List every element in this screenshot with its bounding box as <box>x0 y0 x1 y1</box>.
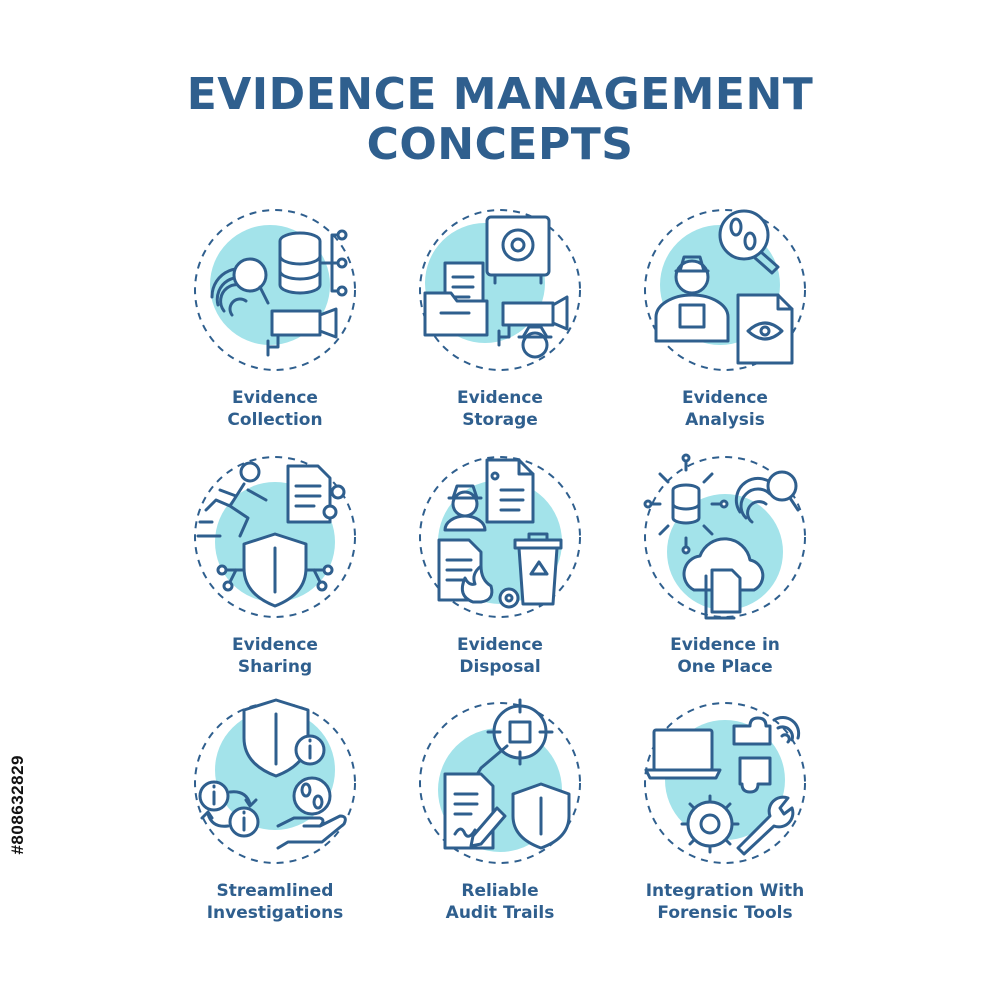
concept-evidence-sharing: Evidence Sharing <box>150 452 400 692</box>
runner-document-shield-icon <box>194 456 356 618</box>
concept-streamlined-investigations: Streamlined Investigations <box>150 698 400 938</box>
concept-integration-with-forensic-tools: Integration With Forensic Tools <box>600 698 850 938</box>
target-document-shield-icon <box>419 698 581 864</box>
database-fingerprint-cloud-icon <box>643 453 806 620</box>
concept-label: Evidence Analysis <box>682 388 768 430</box>
concept-label: Evidence Collection <box>227 388 323 430</box>
concept-reliable-audit-trails: Reliable Audit Trails <box>375 698 625 938</box>
concept-label: Evidence Storage <box>457 388 543 430</box>
safe-folder-camera-icon <box>419 209 581 371</box>
concept-label: Evidence Disposal <box>457 635 543 677</box>
concept-evidence-storage: Evidence Storage <box>375 205 625 445</box>
stock-id-text: #808632829 <box>8 755 27 855</box>
concept-evidence-in-one-place: Evidence in One Place <box>600 452 850 692</box>
concept-evidence-collection: Evidence Collection <box>150 205 400 445</box>
laptop-puzzle-gear-icon <box>644 702 806 864</box>
concept-evidence-disposal: Evidence Disposal <box>375 452 625 692</box>
concept-label: Reliable Audit Trails <box>445 881 555 923</box>
title-line-1: EVIDENCE MANAGEMENT <box>186 69 814 120</box>
concept-label: Evidence Sharing <box>232 635 318 677</box>
document-fire-recycle-bin-icon <box>419 456 581 618</box>
concept-evidence-analysis: Evidence Analysis <box>600 205 850 445</box>
detective-footprint-document-icon <box>644 209 806 371</box>
shield-info-footprint-icon <box>194 698 356 864</box>
page-title: EVIDENCE MANAGEMENT CONCEPTS <box>0 70 1000 170</box>
concept-label: Streamlined Investigations <box>206 881 344 923</box>
concept-label: Integration With Forensic Tools <box>645 881 805 923</box>
fingerprint-database-camera-icon <box>194 209 356 371</box>
concept-label: Evidence in One Place <box>670 635 780 677</box>
title-line-2: CONCEPTS <box>366 119 634 170</box>
